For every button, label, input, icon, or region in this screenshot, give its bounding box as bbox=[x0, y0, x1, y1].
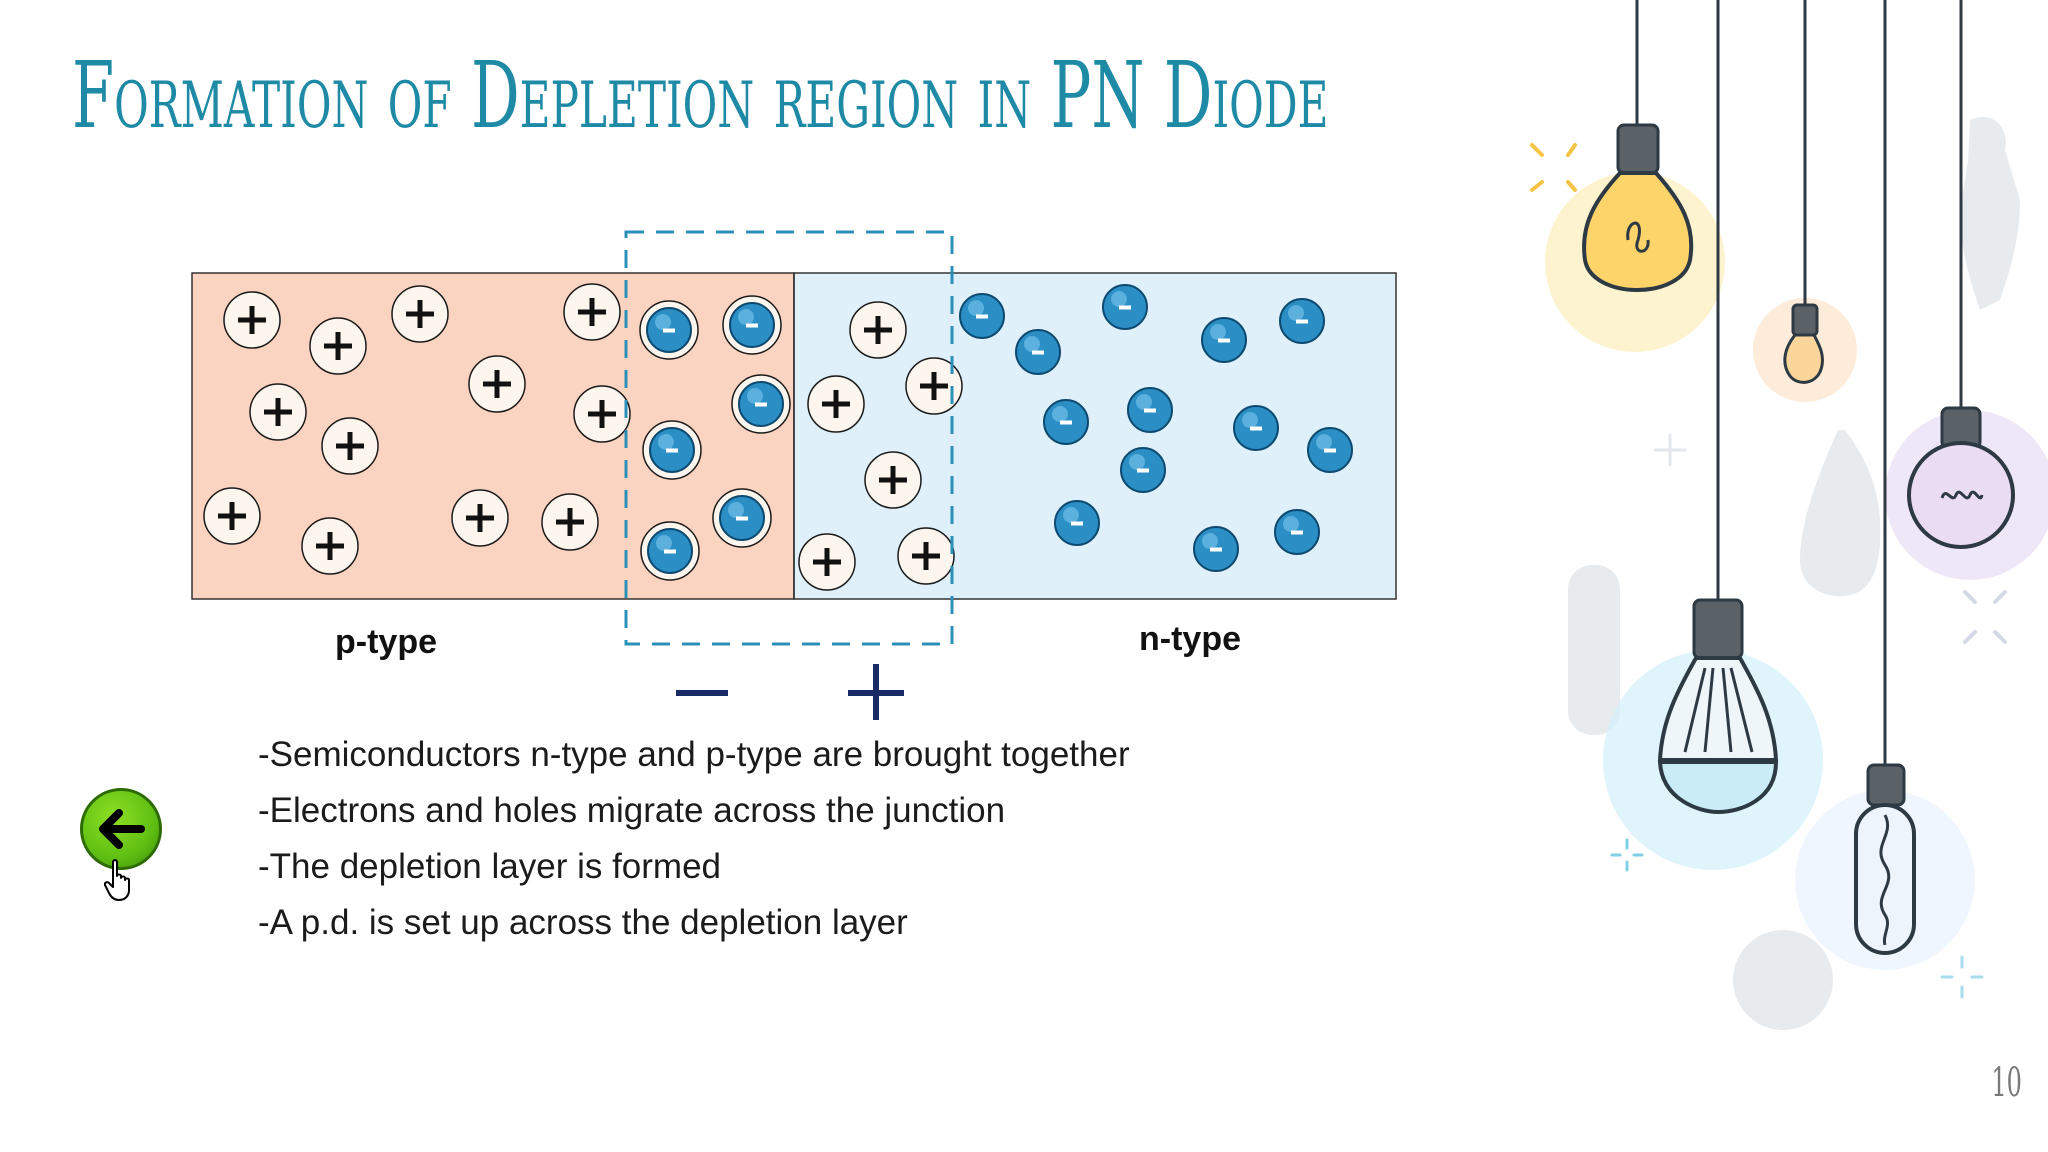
hole-charge bbox=[563, 283, 621, 341]
electron-charge bbox=[959, 293, 1005, 339]
electron-charge bbox=[1102, 284, 1148, 330]
electron-charge bbox=[1279, 298, 1325, 344]
hole-charge bbox=[203, 487, 261, 545]
electron-charge bbox=[1043, 399, 1089, 445]
hole-charge bbox=[321, 417, 379, 475]
electron-charge bbox=[639, 300, 699, 360]
bullet-item: -Semiconductors n-type and p-type are br… bbox=[258, 735, 1130, 774]
page-number: 10 bbox=[1991, 1060, 2022, 1106]
hole-charge bbox=[798, 533, 856, 591]
electron-charge bbox=[1201, 317, 1247, 363]
hole-charge bbox=[573, 385, 631, 443]
hole-charge bbox=[249, 383, 307, 441]
hole-charge bbox=[897, 527, 955, 585]
light-bulb-icon bbox=[1582, 123, 1694, 292]
pn-junction-diagram: p-type n-type bbox=[191, 230, 1397, 720]
electron-charge bbox=[1307, 427, 1353, 473]
light-bulb-icon bbox=[1657, 598, 1779, 815]
back-button[interactable] bbox=[80, 788, 162, 870]
electron-charge bbox=[640, 521, 700, 581]
positive-charge-sign bbox=[848, 664, 904, 720]
light-bulb-icon bbox=[1854, 763, 1916, 955]
electron-charge bbox=[1274, 509, 1320, 555]
negative-charge-sign bbox=[676, 690, 728, 696]
arrow-left-icon bbox=[99, 809, 145, 849]
electron-charge bbox=[1127, 387, 1173, 433]
hole-charge bbox=[391, 285, 449, 343]
hole-charge bbox=[864, 451, 922, 509]
light-bulb-icon bbox=[1800, 430, 1881, 597]
slide-title: Formation of Depletion region in PN Diod… bbox=[72, 42, 1329, 149]
hole-charge bbox=[451, 489, 509, 547]
hole-charge bbox=[541, 493, 599, 551]
depletion-region-box bbox=[624, 230, 954, 646]
light-bulb-icon bbox=[1568, 565, 1620, 735]
light-bulb-icon bbox=[1783, 303, 1824, 384]
bullet-item: -The depletion layer is formed bbox=[258, 847, 721, 886]
p-type-label: p-type bbox=[335, 623, 437, 661]
light-bulb-icon bbox=[1733, 930, 1833, 1030]
light-bulb-icon bbox=[1907, 406, 2015, 549]
hole-charge bbox=[223, 291, 281, 349]
hole-charge bbox=[301, 517, 359, 575]
electron-charge bbox=[642, 420, 702, 480]
electron-charge bbox=[722, 295, 782, 355]
electron-charge bbox=[1120, 447, 1166, 493]
electron-charge bbox=[712, 488, 772, 548]
electron-charge bbox=[1015, 329, 1061, 375]
hanging-bulbs-decoration bbox=[1530, 0, 2048, 1030]
electron-charge bbox=[1193, 526, 1239, 572]
light-bulb-icon bbox=[1960, 116, 2020, 310]
bullet-item: -A p.d. is set up across the depletion l… bbox=[258, 903, 908, 942]
n-type-label: n-type bbox=[1139, 620, 1241, 658]
hole-charge bbox=[807, 375, 865, 433]
bullet-list: -Semiconductors n-type and p-type are br… bbox=[258, 727, 1130, 951]
hand-pointer-icon bbox=[104, 859, 130, 901]
carriers bbox=[203, 283, 1353, 591]
electron-charge bbox=[731, 374, 791, 434]
hole-charge bbox=[309, 317, 367, 375]
bullet-item: -Electrons and holes migrate across the … bbox=[258, 791, 1006, 830]
hole-charge bbox=[849, 301, 907, 359]
electron-charge bbox=[1233, 405, 1279, 451]
electron-charge bbox=[1054, 500, 1100, 546]
hole-charge bbox=[905, 357, 963, 415]
hole-charge bbox=[468, 355, 526, 413]
